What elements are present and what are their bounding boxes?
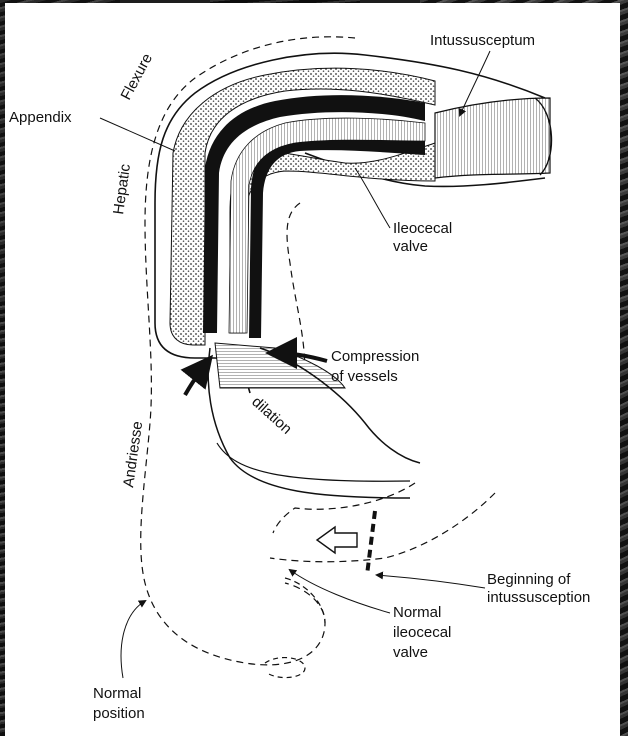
label-appendix: Appendix (9, 109, 72, 126)
label-normal-valve-3: valve (393, 644, 428, 661)
label-ileocecal-2: valve (393, 238, 428, 255)
compression-arrow-left (185, 361, 208, 395)
diagram-panel: Intussusceptum Appendix Flexure Hepatic … (5, 3, 620, 736)
normal-position-outline-inner (287, 203, 305, 373)
normal-valve-loop (265, 658, 305, 678)
intussusception-diagram: Intussusceptum Appendix Flexure Hepatic … (5, 3, 620, 736)
label-normal-position-2: position (93, 705, 145, 722)
label-intussusceptum: Intussusceptum (430, 32, 535, 49)
label-beginning-1: Beginning of (487, 571, 571, 588)
lower-loop-outline (285, 578, 325, 623)
label-flexure: Flexure (118, 51, 156, 103)
leader-beginning (377, 575, 485, 588)
label-dilation: dilation (248, 393, 295, 437)
label-ileocecal-1: Ileocecal (393, 220, 452, 237)
intussusceptum-body (435, 98, 550, 178)
label-compression-1: Compression (331, 348, 419, 365)
label-hepatic: Hepatic (110, 162, 134, 215)
leader-normal-position (121, 601, 145, 678)
direction-arrow (317, 527, 357, 553)
beginning-marker (367, 511, 375, 575)
label-compression-2: of vessels (331, 368, 398, 385)
label-normal-valve-1: Normal (393, 604, 441, 621)
label-normal-position-1: Normal (93, 685, 141, 702)
label-beginning-2: intussusception (487, 589, 590, 606)
dilation-bulb-lower (217, 443, 410, 481)
label-normal-valve-2: ileocecal (393, 624, 451, 641)
label-andriesse: Andriesse (120, 420, 146, 488)
lower-intestine-outline-2 (270, 493, 495, 562)
compression-zone (215, 343, 345, 388)
